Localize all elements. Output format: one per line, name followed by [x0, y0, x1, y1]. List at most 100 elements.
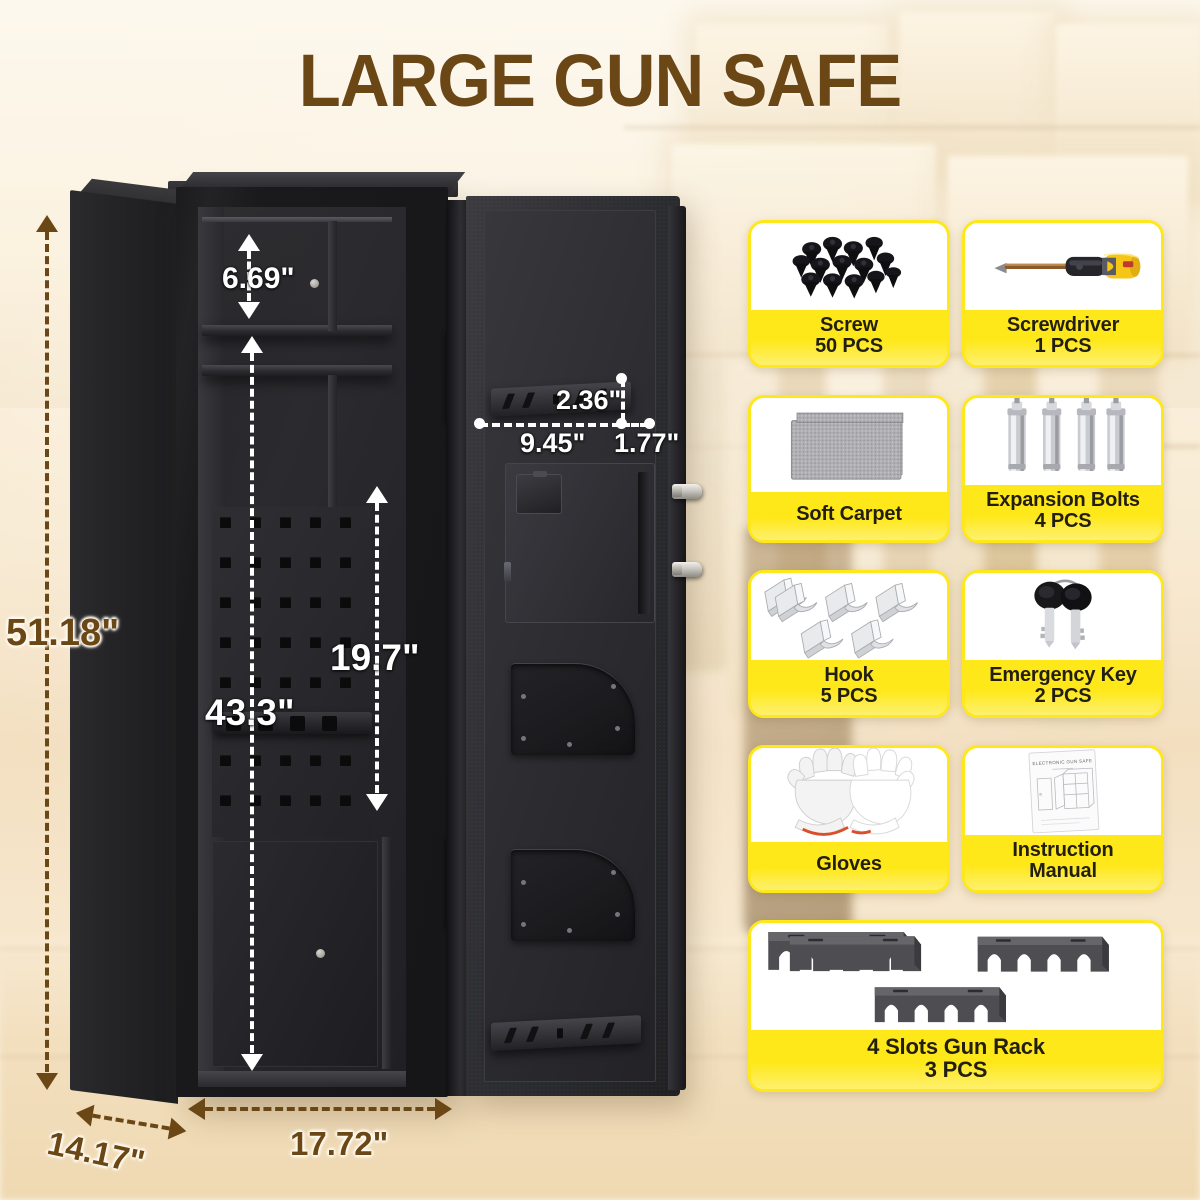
cavity-floor [198, 1071, 406, 1087]
shelf-divider-vertical [328, 221, 337, 331]
shelf-upper [202, 325, 392, 336]
lower-compartment-knob [316, 949, 325, 958]
dim-9-45-dot-right [616, 418, 627, 429]
accessory-card-emergency-key[interactable]: Emergency Key 2 PCS [962, 570, 1164, 718]
dim-17-72-label: 17.72" [290, 1125, 389, 1162]
accessory-qty-instruction-manual: Manual [1029, 860, 1097, 883]
dim-2-36-label: 2.36" [556, 385, 622, 415]
door-pistol-rack-bottom [491, 1015, 641, 1051]
accessory-name-soft-carpet: Soft Carpet [796, 503, 902, 526]
accessory-name-screw: Screw [820, 313, 878, 336]
dim-19-7-arrow-down [366, 794, 388, 811]
dim-51-18-arrow-up [36, 215, 58, 232]
dim-6-69-arrow-down [238, 302, 260, 319]
dim-17-72-arrow-right [435, 1098, 452, 1120]
dim-19-7-arrow-up [366, 486, 388, 503]
accessory-qty-gun-rack: 3 PCS [924, 1057, 988, 1083]
dim-2-36-line [621, 379, 625, 421]
background-shelf-line-1 [624, 126, 1200, 129]
svg-text:ELECTRONIC GUN SAFE: ELECTRONIC GUN SAFE [1032, 758, 1092, 766]
accessory-name-gloves: Gloves [816, 853, 882, 876]
accessory-label-gloves: Gloves [751, 842, 947, 890]
locking-bolt-lower [672, 562, 702, 577]
door-lock-plate [516, 471, 562, 514]
accessory-qty-hook: 5 PCS [820, 685, 878, 708]
dim-51-18-label: 51.18" [6, 612, 120, 654]
accessory-name-screwdriver: Screwdriver [1006, 313, 1120, 336]
accessory-card-instruction-manual[interactable]: ELECTRONIC GUN SAFE [962, 745, 1164, 893]
accessory-qty-screwdriver: 1 PCS [1034, 335, 1092, 358]
dim-14-17-arrow-right [167, 1117, 189, 1143]
accessory-card-soft-carpet[interactable]: Soft Carpet [748, 395, 950, 543]
shelf-middle [202, 365, 392, 376]
dim-2-36-dot-top [616, 373, 627, 384]
accessory-label-screw: Screw 50 PCS [751, 309, 947, 365]
door-inner-panel [484, 210, 656, 1082]
accessory-name-instruction-manual: Instruction [1012, 838, 1114, 861]
accessory-label-screwdriver: Screwdriver 1 PCS [965, 309, 1161, 365]
dim-19-7-label: 19.7" [330, 637, 420, 678]
key-pair-icon [965, 573, 1161, 660]
door-lockbox [504, 463, 655, 623]
accessory-label-expansion-bolts: Expansion Bolts 4 PCS [965, 484, 1161, 540]
compartment-divider [328, 375, 337, 587]
door-lockbox-hinge [638, 472, 650, 614]
accessory-label-hook: Hook 5 PCS [751, 659, 947, 715]
gun-safe-illustration: 6.69" 43.3" 19.7" 9.45" 2.36" 1.77" 51.1… [6, 172, 702, 1181]
accessory-qty-emergency-key: 2 PCS [1034, 685, 1092, 708]
accessory-qty-expansion-bolts: 4 PCS [1034, 510, 1092, 533]
accessory-name-hook: Hook [824, 663, 874, 686]
accessory-name-expansion-bolts: Expansion Bolts [986, 488, 1140, 511]
accessory-card-hook[interactable]: Hook 5 PCS [748, 570, 950, 718]
accessory-name-gun-rack: 4 Slots Gun Rack [867, 1033, 1045, 1059]
accessory-label-instruction-manual: Instruction Manual [965, 834, 1161, 890]
accessory-name-emergency-key: Emergency Key [989, 663, 1137, 686]
dim-43-3-arrow-up [241, 336, 263, 353]
pegboard-holes [212, 507, 372, 837]
dim-43-3-line [250, 353, 254, 1053]
lower-divider [382, 837, 391, 1069]
dim-9-45-dot-left [474, 418, 485, 429]
accessory-card-gloves[interactable]: Gloves [748, 745, 950, 893]
dim-43-3-arrow-down [241, 1054, 263, 1071]
dim-1-77-dot-right [644, 418, 655, 429]
door-mesh-pouch-lower [511, 849, 635, 941]
gun-rack-icon [751, 923, 1161, 1030]
accessory-card-grid: Screw 50 PCS Screwdriver 1 PCS [748, 220, 1188, 1100]
dim-43-3-label: 43.3" [205, 692, 295, 733]
shelf-top-lip [202, 217, 392, 222]
dim-51-18-arrow-down [36, 1073, 58, 1090]
dim-17-72-arrow-left [188, 1098, 205, 1120]
dim-51-18-line [45, 232, 49, 1072]
accessory-qty-screw: 50 PCS [815, 335, 883, 358]
pegboard-panel [212, 507, 372, 837]
dim-14-17-arrow-left [74, 1101, 95, 1127]
dim-14-17-line [92, 1113, 170, 1131]
accessory-label-emergency-key: Emergency Key 2 PCS [965, 659, 1161, 715]
door-lockbox-handle [504, 562, 511, 582]
carpet-sheets-icon [751, 398, 947, 493]
lower-compartment-door [212, 841, 378, 1067]
accessory-card-screwdriver[interactable]: Screwdriver 1 PCS [962, 220, 1164, 368]
hook-icon [751, 573, 947, 660]
accessory-label-gun-rack: 4 Slots Gun Rack 3 PCS [751, 1029, 1161, 1089]
dim-6-69-label: 6.69" [222, 262, 295, 295]
dim-9-45-label: 9.45" [520, 428, 586, 458]
dim-1-77-line [622, 423, 648, 427]
dim-9-45-line [480, 423, 620, 427]
accessory-card-gun-rack[interactable]: 4 Slots Gun Rack 3 PCS [748, 920, 1164, 1092]
dim-1-77-label: 1.77" [614, 428, 680, 458]
door-outer-face [668, 206, 686, 1090]
accessory-card-expansion-bolts[interactable]: Expansion Bolts 4 PCS [962, 395, 1164, 543]
safe-interior-cavity [198, 207, 406, 1087]
manual-booklet-icon: ELECTRONIC GUN SAFE [965, 748, 1161, 835]
accessory-card-screw[interactable]: Screw 50 PCS [748, 220, 950, 368]
dim-19-7-line [375, 503, 379, 793]
dim-17-72-line [205, 1107, 435, 1111]
locking-bolt-upper [672, 484, 702, 499]
screw-pile-icon [751, 223, 947, 310]
safe-door [466, 196, 680, 1096]
background-garment-1 [678, 360, 732, 672]
screwdriver-icon [965, 223, 1161, 310]
accessory-label-soft-carpet: Soft Carpet [751, 492, 947, 540]
